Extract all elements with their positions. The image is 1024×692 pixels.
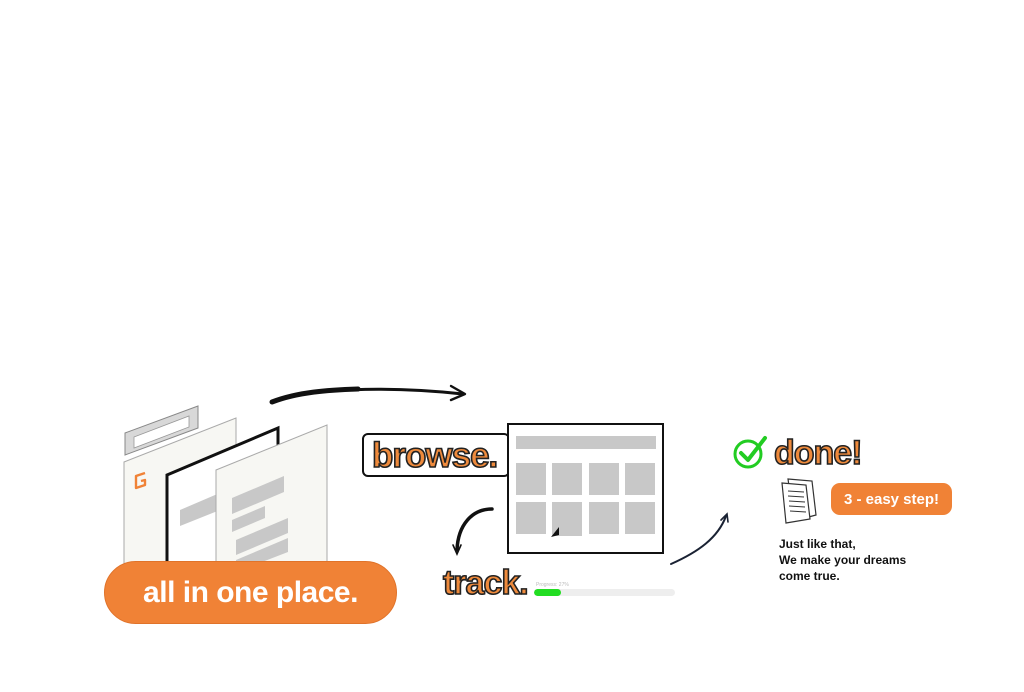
arrow-icon-top: [268, 380, 472, 408]
browse-grid-card: [507, 423, 665, 555]
browse-word: browse.: [371, 436, 499, 475]
arrow-icon-done: [668, 510, 732, 568]
tagline: Just like that, We make your dreams come…: [779, 537, 907, 583]
g-logo-icon: [131, 468, 149, 492]
check-circle-icon: [733, 434, 769, 470]
all-in-one-label: all in one place.: [143, 575, 358, 609]
done-word: done!: [773, 434, 863, 472]
documents-icon: [774, 475, 824, 527]
track-word: track.: [442, 564, 529, 602]
easy-steps-badge: 3 - easy step!: [831, 483, 952, 515]
progress-bar: [534, 589, 675, 596]
progress-fill: [534, 589, 561, 596]
arrow-icon-track: [450, 505, 496, 557]
all-in-one-pill: all in one place.: [104, 561, 397, 624]
cursor-icon: [549, 525, 561, 539]
easy-steps-label: 3 - easy step!: [843, 490, 940, 508]
banner-card: [124, 405, 199, 456]
browse-label-box: [362, 433, 510, 477]
progress-label: Progress: 27%: [536, 582, 569, 588]
